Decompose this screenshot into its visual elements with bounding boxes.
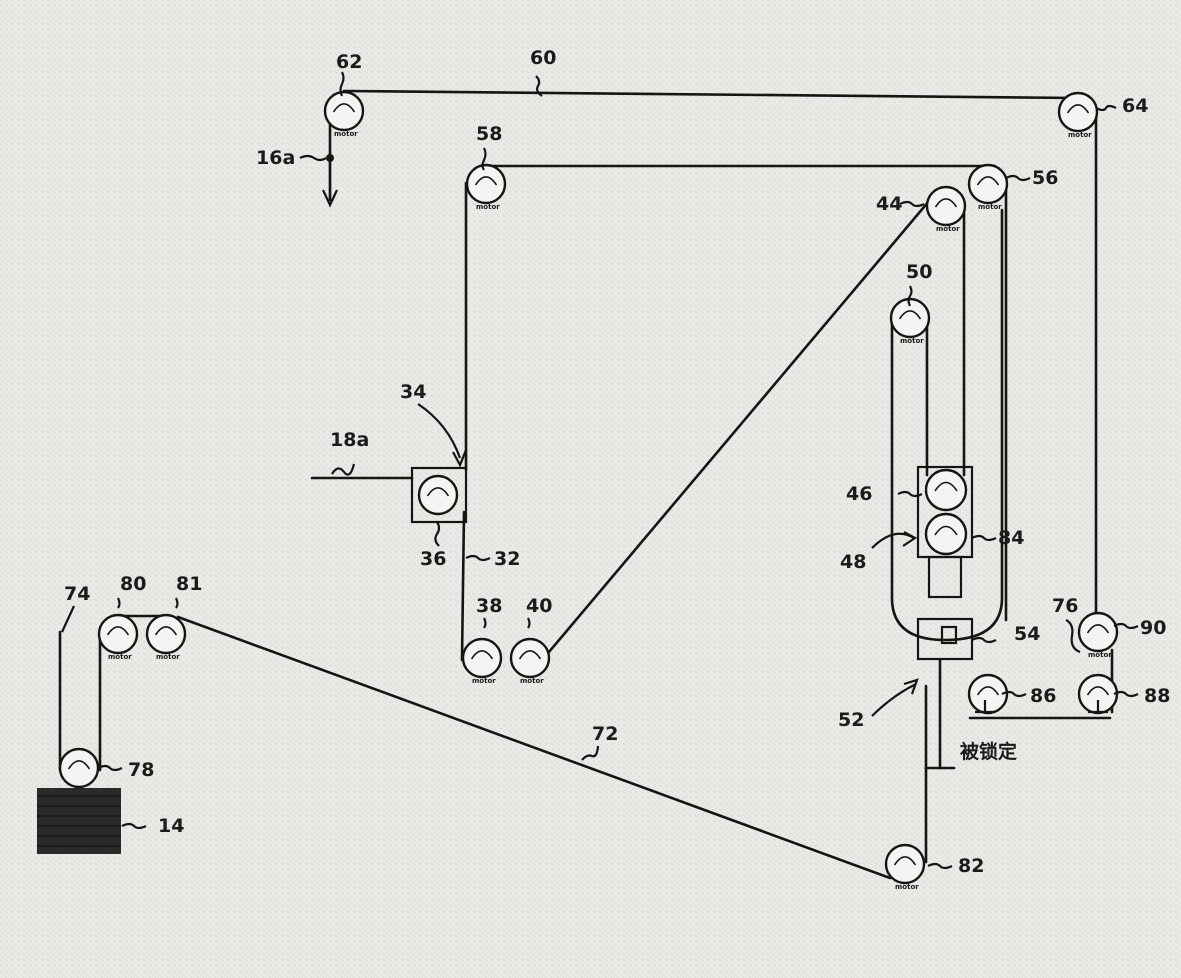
fixed-note: 被锁定 (960, 740, 1017, 763)
label-76: 76 (1052, 595, 1078, 617)
pulley-86 (967, 673, 1009, 715)
label-60: 60 (530, 47, 556, 69)
motor-tag: motor (476, 203, 500, 211)
label-38: 38 (476, 595, 502, 617)
motor-tag: motor (900, 337, 924, 345)
labels: 62 60 64 16a 58 56 44 50 34 18a 36 32 46… (64, 47, 1170, 877)
motor-tag: motor (156, 653, 180, 661)
pulley-50: motor (889, 297, 931, 345)
pulley-64: motor (1057, 91, 1099, 139)
cable-diagonal-40-44 (536, 186, 942, 667)
motor-tag: motor (108, 653, 132, 661)
motor-tag: motor (936, 225, 960, 233)
load-14 (37, 788, 121, 854)
cable-32-lower (460, 510, 466, 662)
label-84: 84 (998, 527, 1024, 549)
pulley-46 (924, 468, 968, 512)
label-54: 54 (1014, 623, 1040, 645)
frame-34 (410, 466, 468, 524)
block-54 (940, 625, 958, 645)
label-36: 36 (420, 548, 446, 570)
label-86: 86 (1030, 685, 1056, 707)
label-16a: 16a (256, 147, 295, 169)
label-82: 82 (958, 855, 984, 877)
motor-tag: motor (520, 677, 544, 685)
label-80: 80 (120, 573, 146, 595)
pulley-90: motor (1077, 611, 1119, 659)
label-64: 64 (1122, 95, 1148, 117)
pulleys: motor motor motor motor motor motor motor motor… (58, 90, 1119, 891)
motor-tag: motor (1088, 651, 1112, 659)
pulley-78 (58, 747, 100, 789)
label-50: 50 (906, 261, 932, 283)
label-48: 48 (840, 551, 866, 573)
frame-48-body (927, 555, 963, 599)
label-32: 32 (494, 548, 520, 570)
pulley-84 (924, 512, 968, 556)
locked-post (924, 658, 956, 770)
label-90: 90 (1140, 617, 1166, 639)
label-81: 81 (176, 573, 202, 595)
leaders (61, 71, 1139, 870)
label-46: 46 (846, 483, 872, 505)
pulley-40: motor (509, 637, 551, 685)
motor-tag: motor (472, 677, 496, 685)
cable-60 (342, 89, 1080, 100)
pulley-58: motor (465, 163, 507, 211)
label-74: 74 (64, 583, 90, 605)
ground-marks (975, 700, 1108, 714)
motor-tag: motor (334, 130, 358, 138)
cable-loop-50 (890, 208, 1004, 642)
label-78: 78 (128, 759, 154, 781)
label-40: 40 (526, 595, 552, 617)
cable-72 (176, 615, 892, 880)
label-62: 62 (336, 51, 362, 73)
pulley-82: motor (884, 843, 926, 891)
pulley-56: motor (967, 163, 1009, 211)
label-72: 72 (592, 723, 618, 745)
pulley-44: motor (925, 185, 967, 233)
label-44: 44 (876, 193, 902, 215)
label-88: 88 (1144, 685, 1170, 707)
motor-tag: motor (895, 883, 919, 891)
pulley-81: motor (145, 613, 187, 661)
label-56: 56 (1032, 167, 1058, 189)
label-18a: 18a (330, 429, 369, 451)
pulley-36 (417, 474, 459, 516)
pulley-62: motor (323, 90, 365, 138)
label-52: 52 (838, 709, 864, 731)
label-34: 34 (400, 381, 426, 403)
motor-tag: motor (978, 203, 1002, 211)
label-14: 14 (158, 815, 184, 837)
pulley-80: motor (97, 613, 139, 661)
label-58: 58 (476, 123, 502, 145)
pulley-38: motor (461, 637, 503, 685)
motor-tag: motor (1068, 131, 1092, 139)
